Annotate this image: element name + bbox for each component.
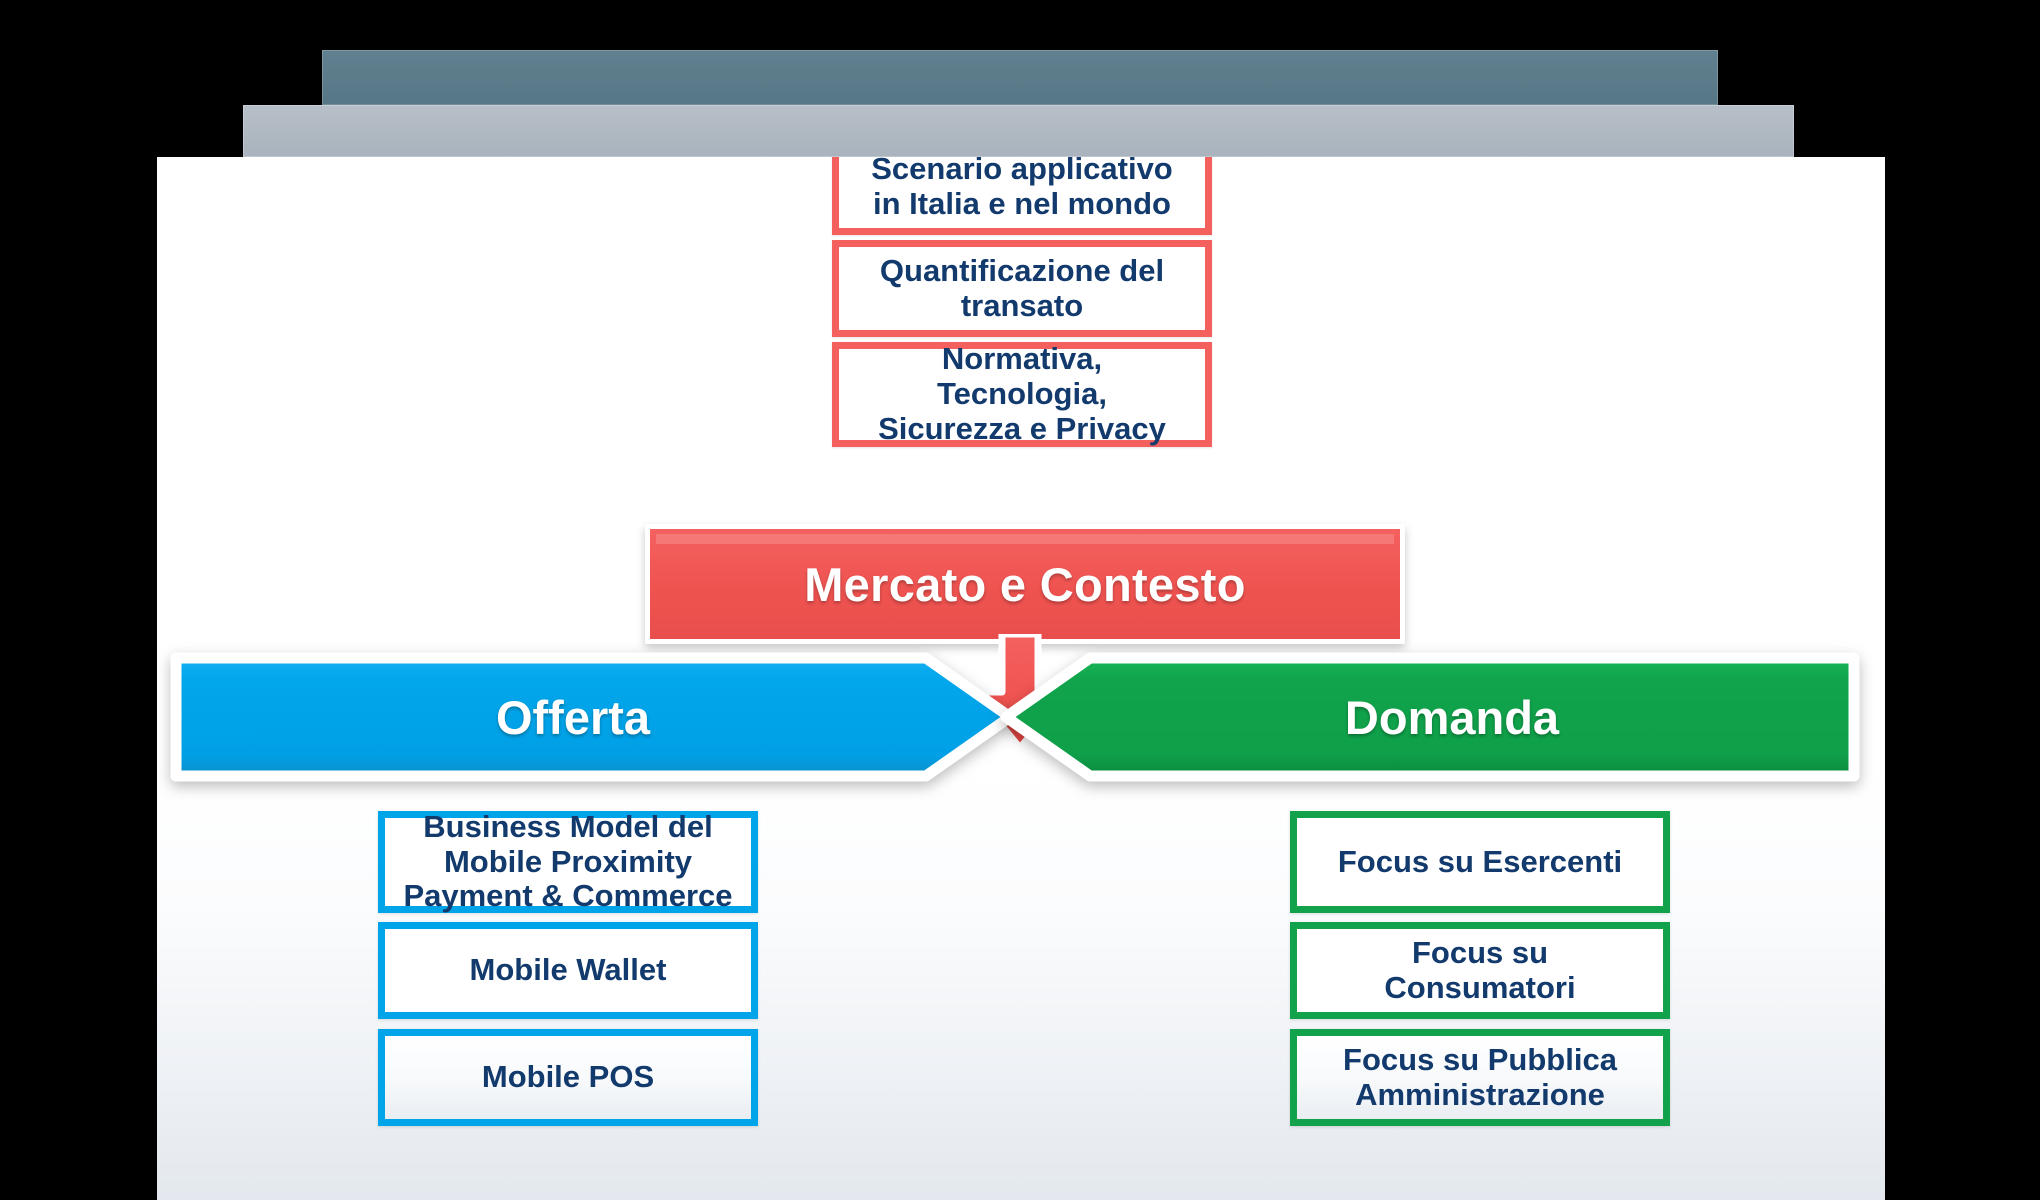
node-normativa-tecnologia-sicurezza-privacy[interactable]: Normativa, Tecnologia, Sicurezza e Priva… <box>832 342 1212 447</box>
node-label: Focus su Pubblica Amministrazione <box>1343 1041 1617 1112</box>
node-label: Quantificazione del transato <box>879 252 1165 323</box>
node-business-model-mobile-proximity[interactable]: Business Model del Mobile Proximity Paym… <box>378 808 758 914</box>
banner-label: Offerta <box>495 690 651 744</box>
banner-mercato-e-contesto[interactable]: Mercato e Contesto <box>645 524 1405 644</box>
banner-label: Mercato e Contesto <box>804 557 1246 611</box>
node-mobile-pos[interactable]: Mobile POS <box>378 1029 758 1126</box>
node-label: Mobile Wallet <box>469 952 667 988</box>
node-label: Mobile POS <box>481 1059 655 1095</box>
banner-label: Domanda <box>1344 690 1560 744</box>
node-focus-pubblica-amministrazione[interactable]: Focus su Pubblica Amministrazione <box>1290 1029 1670 1126</box>
node-label: Scenario applicativo in Italia e nel mon… <box>871 157 1173 221</box>
node-label: Normativa, Tecnologia, Sicurezza e Priva… <box>878 341 1166 446</box>
banner-domanda[interactable]: Domanda <box>1000 652 1860 782</box>
subtitle-bar-gray <box>243 105 1794 157</box>
node-quantificazione-transato[interactable]: Quantificazione del transato <box>832 240 1212 337</box>
node-label: Business Model del Mobile Proximity Paym… <box>403 808 733 914</box>
node-mobile-wallet[interactable]: Mobile Wallet <box>378 922 758 1019</box>
node-focus-esercenti[interactable]: Focus su Esercenti <box>1290 811 1670 913</box>
banner-offerta[interactable]: Offerta <box>170 652 1016 782</box>
node-focus-consumatori[interactable]: Focus su Consumatori <box>1290 922 1670 1019</box>
node-scenario-applicativo[interactable]: Scenario applicativo in Italia e nel mon… <box>832 157 1212 235</box>
node-label: Focus su Esercenti <box>1337 843 1623 879</box>
title-bar-dark <box>322 50 1718 105</box>
node-label: Focus su Consumatori <box>1384 934 1576 1005</box>
